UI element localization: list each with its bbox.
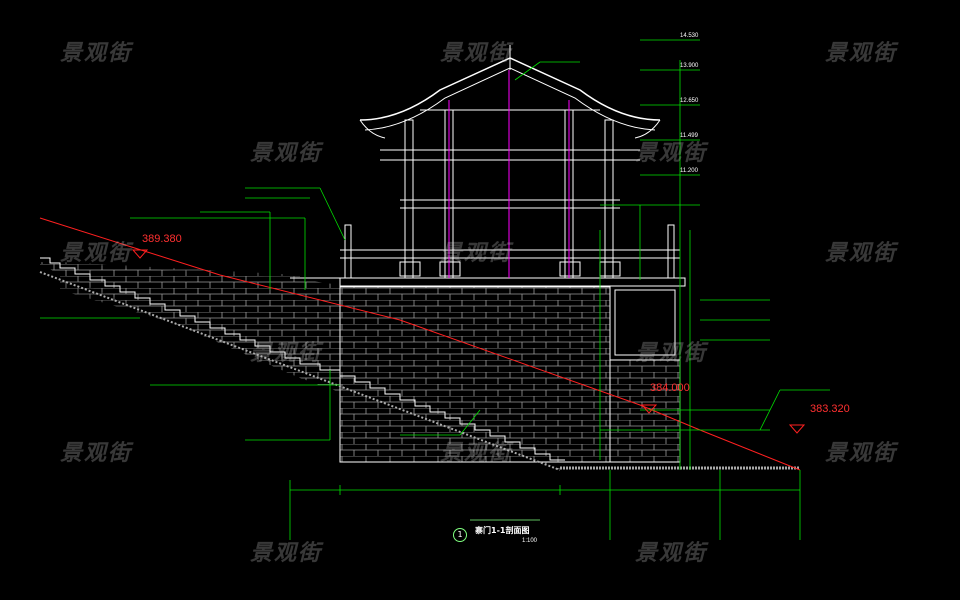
grade-markers (131, 249, 806, 434)
watermark: 景观街 (825, 41, 898, 66)
annotation-leaders (40, 39, 830, 540)
stairs-upper (40, 257, 565, 461)
watermark: 景观街 (60, 441, 133, 466)
section-number-circle: 1 (453, 528, 467, 542)
watermark: 景观街 (250, 541, 323, 566)
watermark: 景观街 (440, 241, 513, 266)
watermark: 景观街 (60, 241, 133, 266)
elevation-right-grade: 383.320 (810, 403, 850, 415)
watermark: 景观街 (440, 441, 513, 466)
drawing-title: 寨门1-1剖面图 (475, 526, 530, 535)
drawing-scale: 1:100 (522, 538, 538, 544)
elevation-mid-grade: 384.000 (650, 382, 690, 394)
watermark: 景观街 (250, 141, 323, 166)
level-label: 14.530 (680, 33, 699, 39)
existing-grade-line (39, 217, 801, 471)
watermark: 景观街 (635, 141, 708, 166)
right-chamber (614, 289, 676, 356)
level-label: 13.900 (680, 63, 699, 69)
watermark: 景观街 (635, 541, 708, 566)
platform-slab (339, 277, 686, 287)
watermark: 景观街 (440, 41, 513, 66)
level-label: 12.650 (680, 98, 699, 104)
level-label: 11.499 (680, 133, 698, 139)
watermark: 景观街 (825, 241, 898, 266)
watermark: 景观街 (60, 41, 133, 66)
level-label: 11.200 (680, 168, 698, 174)
watermark: 景观街 (635, 341, 708, 366)
elevation-left-grade: 389.380 (142, 233, 182, 245)
watermark: 景观街 (250, 341, 323, 366)
watermark: 景观街 (825, 441, 898, 466)
right-wall (609, 359, 681, 463)
